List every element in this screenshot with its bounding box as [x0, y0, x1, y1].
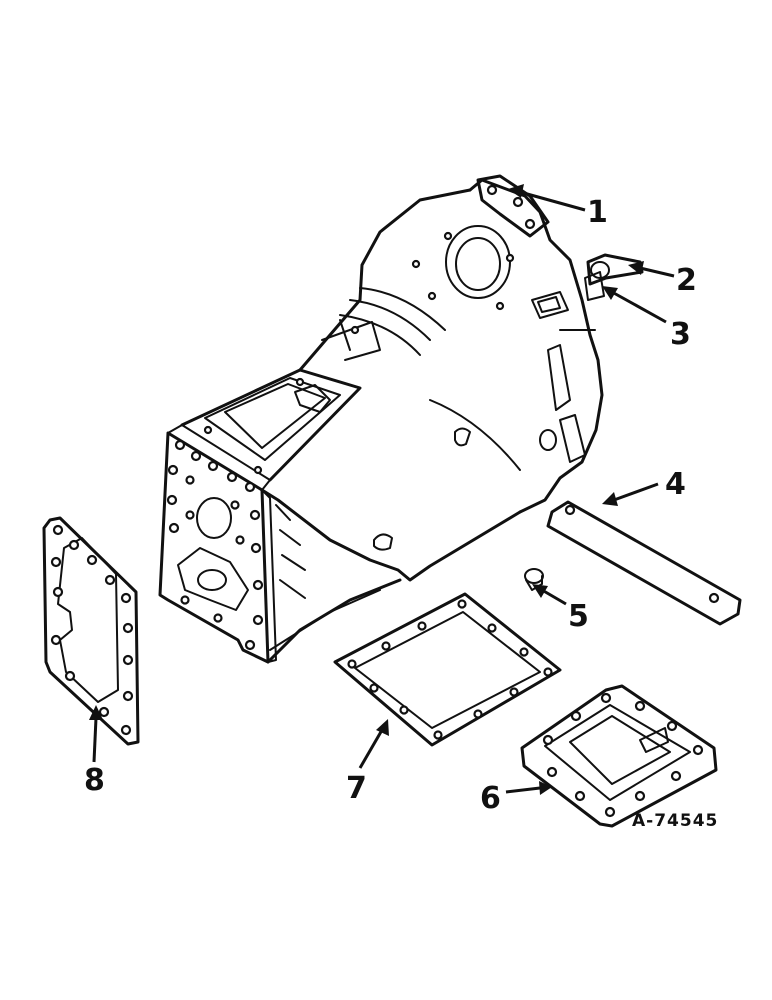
callout-1: 1	[587, 195, 608, 230]
callout-3: 3	[670, 317, 691, 352]
gasket-8	[42, 516, 140, 746]
cover-plate	[546, 500, 742, 626]
callout-8: 8	[84, 763, 105, 798]
gasket-7	[333, 592, 562, 747]
callout-5: 5	[568, 599, 589, 634]
pin-and-link	[584, 253, 644, 301]
drawing-code: A-74545	[632, 811, 718, 831]
callout-2: 2	[676, 263, 697, 298]
cover-6	[520, 684, 718, 828]
callout-6: 6	[480, 781, 501, 816]
gasket-7-holes	[347, 599, 553, 740]
front-flange-holes	[166, 439, 264, 651]
transmission-housing	[158, 174, 604, 664]
cover-6-holes	[542, 692, 704, 818]
callout-4: 4	[665, 467, 686, 502]
callout-labels: 1 2 3 4 5 6 7 8 A-74545	[84, 195, 718, 831]
callout-arrows	[89, 184, 675, 795]
callout-7: 7	[346, 771, 367, 806]
gasket-8-holes	[50, 524, 134, 736]
